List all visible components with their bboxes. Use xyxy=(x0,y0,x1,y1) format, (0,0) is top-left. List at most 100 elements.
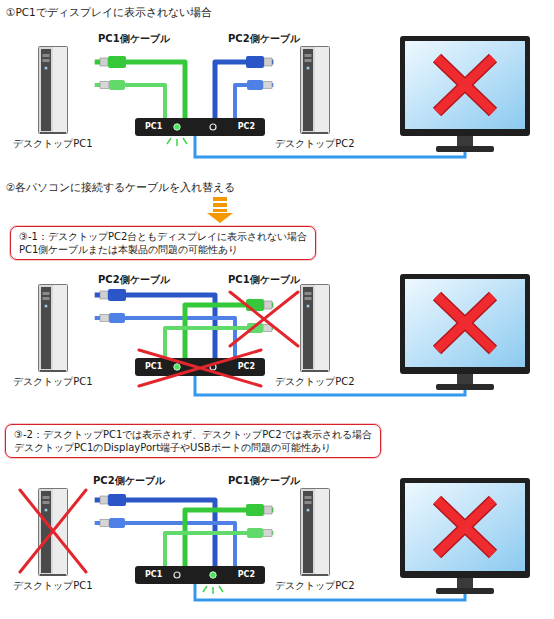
tower-side xyxy=(53,47,67,133)
callout-text: ③-2：デスクトップPC1では表示されず、デスクトップPC2では表示される場合 xyxy=(14,428,372,441)
error-cross xyxy=(230,292,298,346)
cable xyxy=(215,62,273,118)
desktop-tower xyxy=(38,46,68,134)
desktop-tower xyxy=(38,488,68,576)
monitor-cable xyxy=(195,136,465,157)
error-cross xyxy=(20,490,86,572)
usb-plug xyxy=(100,518,125,528)
kvm-switch: PC1PC2 xyxy=(135,118,265,136)
cable xyxy=(95,85,165,118)
pc-label: デスクトップPC1 xyxy=(11,579,94,592)
step-arrow xyxy=(213,209,227,212)
tower-front xyxy=(303,49,313,131)
tower-case xyxy=(301,489,330,576)
tower-front xyxy=(303,491,313,573)
cable xyxy=(95,62,185,118)
kvm-switch: PC1 PC2 xyxy=(135,358,265,376)
displayport-plug xyxy=(100,56,126,68)
tower-foot xyxy=(302,574,328,576)
tower-foot xyxy=(302,370,328,372)
drive-bay xyxy=(43,496,50,499)
cable-label: PC1側ケーブル xyxy=(228,474,300,487)
drive-bay xyxy=(43,54,50,57)
usb-plug xyxy=(100,313,125,323)
cable xyxy=(185,510,273,566)
drive-bay xyxy=(305,292,312,295)
tower-foot xyxy=(40,574,66,576)
displayport-plug xyxy=(100,494,126,506)
led-on xyxy=(174,124,180,130)
monitor xyxy=(400,478,530,594)
pc-label: デスクトップPC2 xyxy=(273,375,356,388)
pc-label: デスクトップPC1 xyxy=(11,137,94,150)
desktop-pc: デスクトップPC2 xyxy=(273,284,356,388)
desktop-pc: デスクトップPC1 xyxy=(11,488,94,592)
step-arrow xyxy=(213,203,227,207)
led-on xyxy=(174,364,180,370)
drive-bay xyxy=(305,496,312,499)
displayport-plug xyxy=(246,56,272,68)
tower-side xyxy=(53,285,67,371)
pc-label: デスクトップPC2 xyxy=(273,579,356,592)
desktop-tower xyxy=(300,488,330,576)
step-heading: ①PC1でディスプレイに表示されない場合 xyxy=(6,6,212,19)
tower-case xyxy=(301,285,330,372)
drive-bay xyxy=(43,297,50,300)
cable-label: PC2側ケーブル xyxy=(98,273,170,286)
usb-plug xyxy=(247,80,272,90)
pc-label: デスクトップPC1 xyxy=(11,375,94,388)
callout-box: ③-2：デスクトップPC1では表示されず、デスクトップPC2では表示される場合デ… xyxy=(5,424,381,458)
cable-label: PC1側ケーブル xyxy=(98,32,170,45)
led-glow xyxy=(203,586,223,594)
tower-side xyxy=(315,489,329,575)
callout-text: ③-1：デスクトップPC2台ともディスプレイに表示されない場合 xyxy=(19,230,307,243)
led-off xyxy=(174,572,180,578)
tower-front xyxy=(41,491,51,573)
cable-label: PC2側ケーブル xyxy=(93,474,165,487)
desktop-pc: デスクトップPC2 xyxy=(273,488,356,592)
usb-plug xyxy=(100,80,125,90)
tower-side xyxy=(315,285,329,371)
tower-foot xyxy=(40,132,66,134)
power-button xyxy=(307,305,310,308)
led-on xyxy=(210,572,216,578)
tower-front xyxy=(41,49,51,131)
tower-case xyxy=(39,285,68,372)
kvm-switch: PC1 PC2 xyxy=(135,566,265,584)
drive-bay xyxy=(43,501,50,504)
desktop-pc: デスクトップPC1 xyxy=(11,46,94,150)
cable-label: PC1側ケーブル xyxy=(228,273,300,286)
cable-label: PC2側ケーブル xyxy=(228,32,300,45)
power-button xyxy=(45,509,48,512)
led-glow xyxy=(167,138,187,146)
tower-case xyxy=(301,47,330,134)
desktop-tower xyxy=(38,284,68,372)
desktop-pc: デスクトップPC1 xyxy=(11,284,94,388)
displayport-plug xyxy=(100,289,126,301)
port-label: PC1 xyxy=(144,570,163,580)
tower-front xyxy=(303,287,313,369)
step-heading: ②各パソコンに接続するケーブルを入れ替える xyxy=(6,181,235,194)
tower-front xyxy=(41,287,51,369)
power-button xyxy=(307,67,310,70)
led-off xyxy=(210,124,216,130)
port-label: PC1 xyxy=(144,362,163,372)
error-cross xyxy=(139,350,261,386)
port-label: PC2 xyxy=(237,570,256,580)
drive-bay xyxy=(305,297,312,300)
usb-plug xyxy=(247,528,272,538)
drive-bay xyxy=(305,501,312,504)
port-label: PC1 xyxy=(144,122,163,132)
drive-bay xyxy=(305,59,312,62)
step-arrow xyxy=(207,213,233,223)
callout-text: デスクトップPC1のDisplayPort端子やUSBポートの問題の可能性あり xyxy=(14,441,372,454)
port-label: PC2 xyxy=(237,362,256,372)
pc-label: デスクトップPC2 xyxy=(273,137,356,150)
callout-box: ③-1：デスクトップPC2台ともディスプレイに表示されない場合PC1側ケーブルま… xyxy=(10,226,316,260)
monitor xyxy=(400,36,530,152)
tower-foot xyxy=(302,132,328,134)
drive-bay xyxy=(43,59,50,62)
tower-case xyxy=(39,47,68,134)
